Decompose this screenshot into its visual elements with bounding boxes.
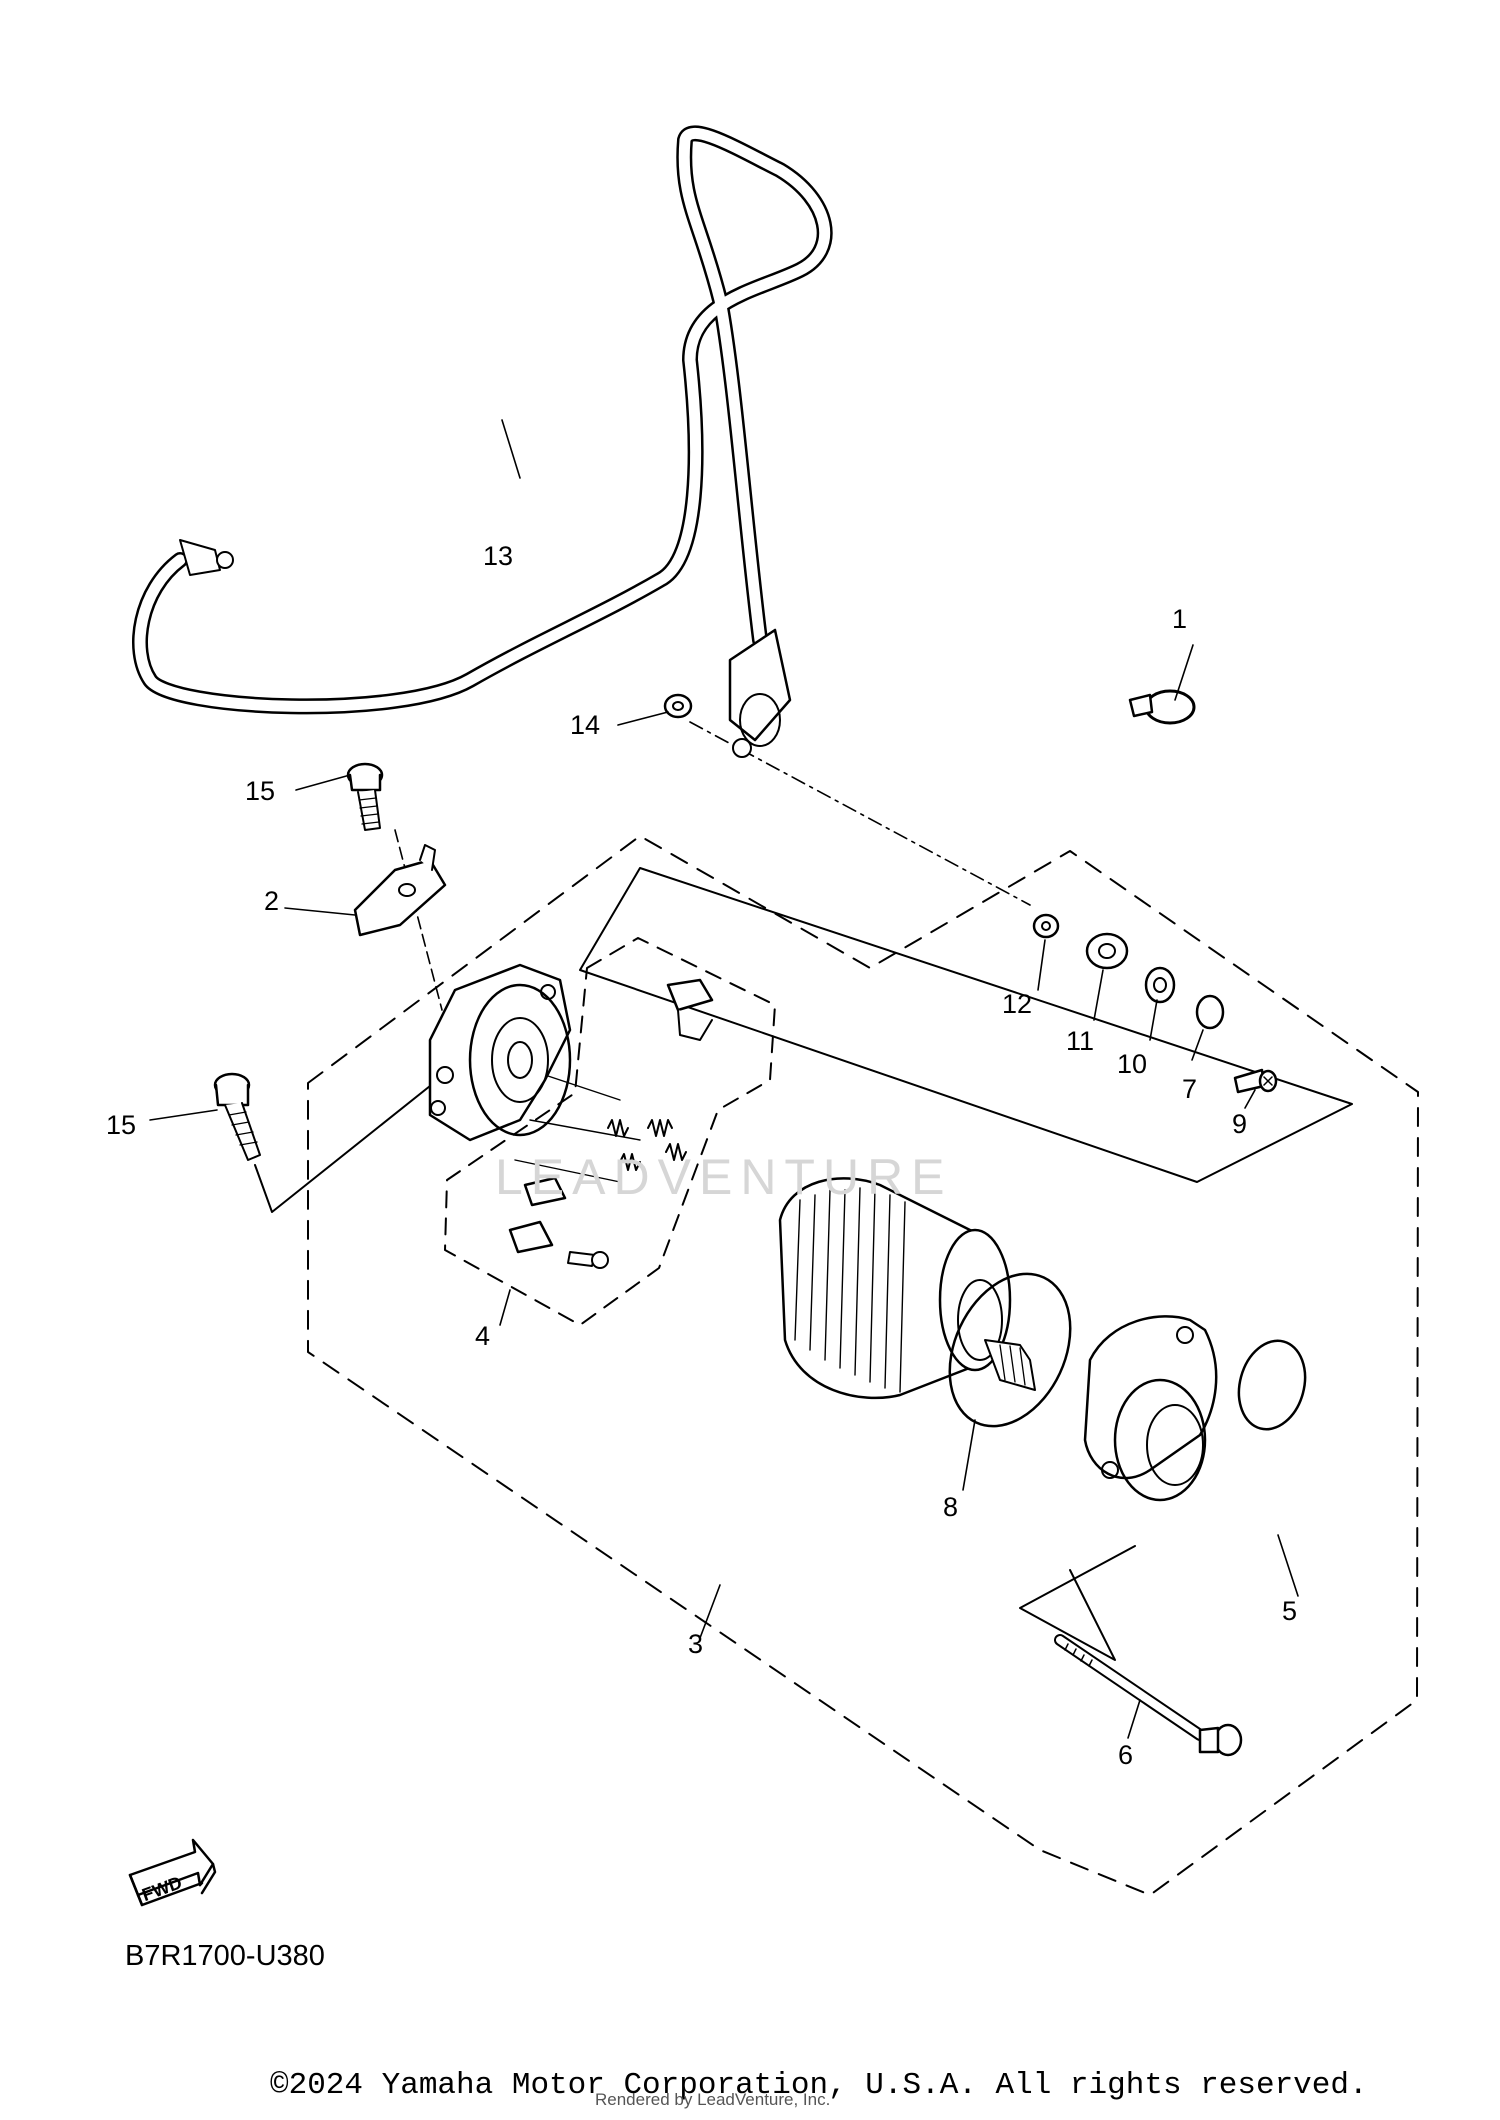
callout-1: 1 — [1172, 604, 1187, 634]
fwd-arrow-icon — [128, 1838, 217, 1907]
front-cover — [1083, 1315, 1218, 1480]
assembly-boundary — [307, 835, 1419, 1896]
callout-13: 13 — [483, 541, 513, 571]
callout-15-lower: 15 — [106, 1110, 136, 1140]
callout-8: 8 — [943, 1492, 958, 1522]
brush-group-boundary — [444, 937, 776, 1326]
rendered-by-notice: Rendered by LeadVenture, Inc. — [595, 2090, 831, 2109]
diagram-code: B7R1700-U380 — [125, 1940, 325, 1972]
rear-cover — [428, 963, 572, 1142]
callout-9: 9 — [1232, 1109, 1247, 1139]
callout-7: 7 — [1182, 1074, 1197, 1104]
callout-3: 3 — [688, 1629, 703, 1659]
callout-15-upper: 15 — [245, 776, 275, 806]
callout-5: 5 — [1282, 1596, 1297, 1626]
callout-4: 4 — [475, 1321, 490, 1351]
starter-cable — [132, 125, 833, 715]
copyright-notice: ©2024 Yamaha Motor Corporation, U.S.A. A… — [270, 2068, 1368, 2103]
callout-6: 6 — [1118, 1740, 1133, 1770]
callout-2: 2 — [264, 886, 279, 916]
callout-14: 14 — [570, 710, 600, 740]
callout-12: 12 — [1002, 989, 1032, 1019]
watermark: LEADVENTURE — [495, 1149, 953, 1205]
callout-10: 10 — [1117, 1049, 1147, 1079]
callout-11: 11 — [1066, 1026, 1094, 1056]
group-outline — [579, 867, 1353, 1183]
